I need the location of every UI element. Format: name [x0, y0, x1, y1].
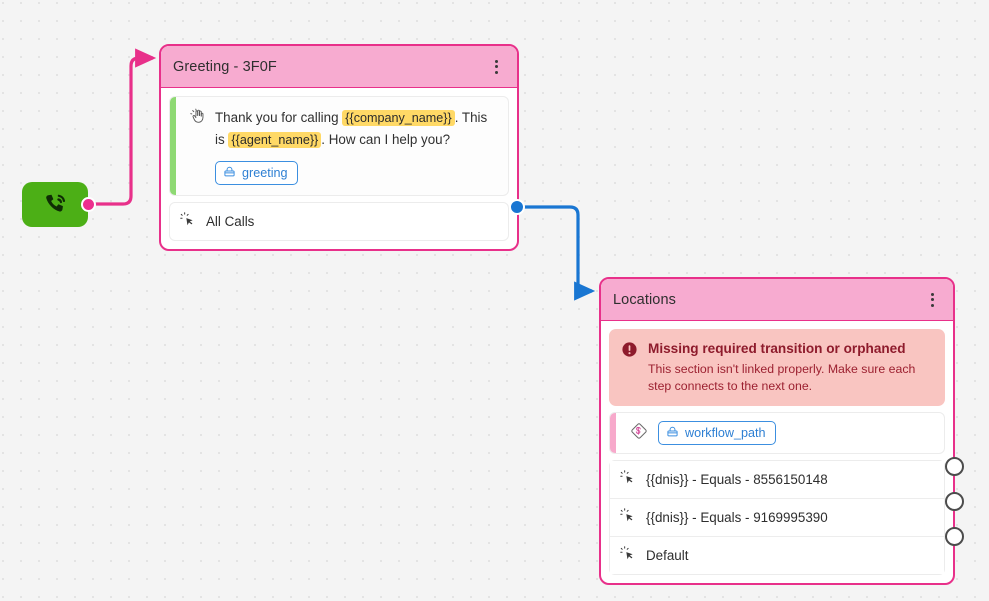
error-exclamation-icon: [621, 341, 638, 363]
variable-diamond-icon: [630, 422, 648, 445]
locations-branch-list: {{dnis}} - Equals - 8556150148 {{dnis}} …: [609, 460, 945, 575]
click-select-icon: [180, 212, 196, 231]
all-calls-output-row[interactable]: All Calls: [169, 202, 509, 241]
workflow-path-variable-row[interactable]: workflow_path: [609, 412, 945, 454]
msg-seg-0: Thank you for calling: [215, 110, 343, 125]
greeting-message-block[interactable]: Thank you for calling {{company_name}}. …: [169, 96, 509, 196]
greeting-node-body: Thank you for calling {{company_name}}. …: [161, 88, 517, 249]
msg-seg-4: . How can I help you?: [321, 132, 451, 147]
click-select-icon: [620, 546, 636, 565]
greeting-node-title: Greeting - 3F0F: [173, 58, 277, 75]
branch-label: {{dnis}} - Equals - 8556150148: [646, 472, 828, 487]
greeting-chip-label: greeting: [242, 166, 288, 180]
branch-output-port-2[interactable]: [945, 492, 964, 511]
edge-allcalls-to-locations: [523, 205, 596, 301]
phone-ringing-icon: [41, 191, 69, 219]
branch-label: {{dnis}} - Equals - 9169995390: [646, 510, 828, 525]
greeting-prompt-chip[interactable]: greeting: [215, 161, 298, 185]
locations-node[interactable]: Locations Missing required transition or…: [599, 277, 964, 585]
click-select-icon: [620, 470, 636, 489]
agent-name-variable[interactable]: {{agent_name}}: [228, 132, 322, 148]
variable-accent-bar: [610, 413, 616, 453]
edge-start-to-greeting: [90, 48, 157, 206]
start-node-output-port[interactable]: [81, 197, 96, 212]
company-name-variable[interactable]: {{company_name}}: [342, 110, 455, 126]
locations-node-header: Locations: [601, 279, 953, 321]
all-calls-label: All Calls: [206, 214, 255, 229]
click-select-icon: [620, 508, 636, 527]
waving-hand-icon: [190, 108, 207, 130]
branch-row-dnis-8556150148[interactable]: {{dnis}} - Equals - 8556150148: [610, 461, 944, 499]
branch-row-dnis-9169995390[interactable]: {{dnis}} - Equals - 9169995390: [610, 499, 944, 537]
greeting-node-header: Greeting - 3F0F: [161, 46, 517, 88]
locations-node-body: Missing required transition or orphaned …: [601, 321, 953, 583]
branch-output-port-3[interactable]: [945, 527, 964, 546]
branch-row-default[interactable]: Default: [610, 537, 944, 574]
locations-node-title: Locations: [613, 291, 676, 308]
alert-title: Missing required transition or orphaned: [648, 341, 906, 356]
database-icon: [223, 165, 236, 181]
greeting-node[interactable]: Greeting - 3F0F: [159, 44, 519, 251]
alert-description: This section isn't linked properly. Make…: [648, 362, 916, 393]
message-accent-bar: [170, 97, 176, 195]
missing-transition-alert: Missing required transition or orphaned …: [609, 329, 945, 406]
branch-label: Default: [646, 548, 689, 563]
all-calls-output-port[interactable]: [509, 199, 525, 215]
database-icon: [666, 425, 679, 441]
workflow-path-chip-label: workflow_path: [685, 426, 766, 440]
branch-output-port-1[interactable]: [945, 457, 964, 476]
msg-seg-2: . This is: [215, 110, 488, 147]
workflow-path-chip[interactable]: workflow_path: [658, 421, 776, 445]
kebab-menu-icon[interactable]: [487, 58, 505, 76]
greeting-message-text: Thank you for calling {{company_name}}. …: [215, 107, 498, 151]
inbound-call-trigger-node[interactable]: [22, 182, 88, 227]
kebab-menu-icon[interactable]: [923, 291, 941, 309]
